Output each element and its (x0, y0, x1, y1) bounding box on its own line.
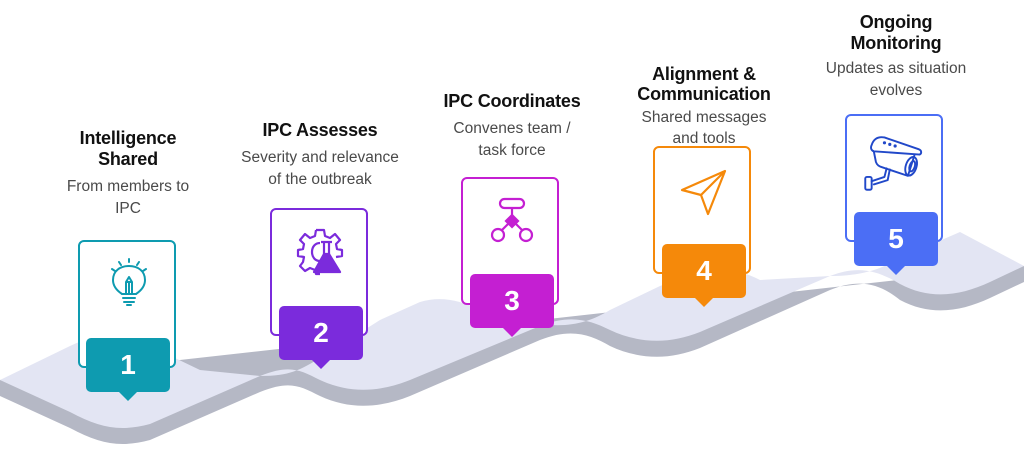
step-4-text: Alignment &Communication Shared messages… (604, 64, 804, 149)
ribbon-side (0, 266, 1024, 444)
step-number: 5 (888, 223, 904, 254)
step-number: 2 (313, 317, 329, 348)
step-title: Alignment &Communication (637, 64, 771, 104)
step-5-badge: 5 (854, 212, 938, 275)
step-title: IPC Assesses (262, 120, 378, 140)
org-network-icon (490, 197, 534, 243)
step-4-badge: 4 (662, 244, 746, 307)
step-3-badge: 3 (470, 274, 554, 337)
security-camera-icon (864, 136, 923, 191)
step-description: Convenes team /task force (453, 120, 571, 159)
step-title: IPC Coordinates (443, 91, 581, 111)
lightbulb-pencil-icon (111, 258, 147, 306)
paper-plane-icon (680, 169, 727, 216)
step-number: 4 (696, 255, 712, 286)
gear-flask-icon (296, 228, 344, 276)
step-2-badge: 2 (279, 306, 363, 369)
step-3-text: IPC Coordinates Convenes team /task forc… (412, 91, 612, 162)
step-1-badge: 1 (86, 338, 170, 401)
step-number: 3 (504, 285, 520, 316)
step-number: 1 (120, 349, 136, 380)
